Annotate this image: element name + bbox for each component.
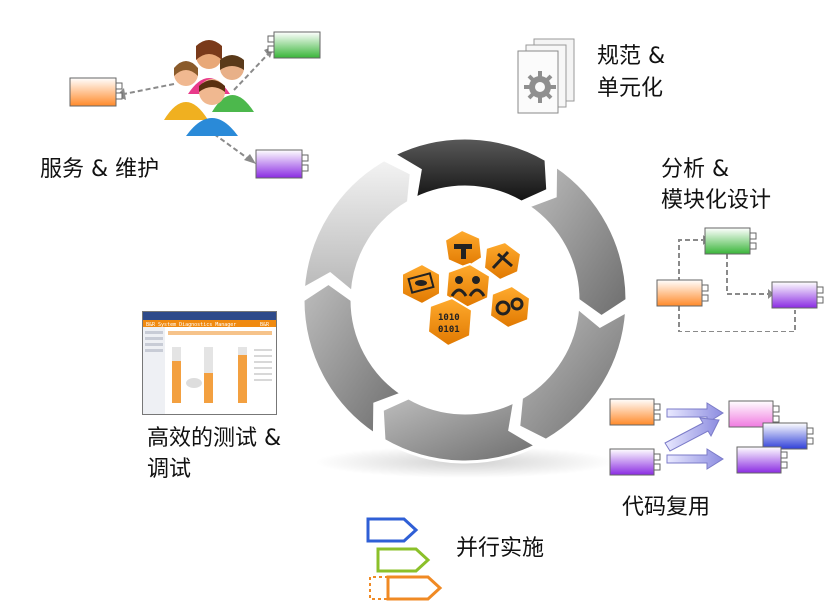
label-parallel: 并行实施 — [456, 536, 545, 561]
binary-line-1: 1010 — [438, 313, 460, 323]
label-analysis-1: 分析 & — [661, 157, 730, 182]
ring-segment-top — [390, 136, 550, 204]
hexagon-cluster: 1010 0101 — [401, 228, 532, 348]
label-analysis-2: 模块化设计 — [661, 188, 772, 213]
diagnostics-screenshot: B&R System Diagnostics Manager B&R — [142, 311, 277, 415]
arrow-icon — [664, 402, 724, 470]
screenshot-logo: B&R — [260, 322, 270, 328]
hex-eye-icon — [401, 262, 441, 306]
ring-segment-left — [301, 281, 406, 438]
ring-segment-bottom — [380, 396, 540, 464]
screenshot-title: B&R System Diagnostics Manager — [146, 322, 236, 328]
label-service: 服务 & 维护 — [40, 157, 160, 182]
documents-gear-icon — [517, 38, 575, 114]
label-testing-1: 高效的测试 & — [147, 426, 282, 451]
people-icon — [164, 40, 254, 136]
code-reuse-diagram — [609, 398, 814, 476]
ring-segment-bottom-right — [517, 304, 629, 443]
label-spec-1: 规范 & — [597, 44, 666, 69]
ring-segments — [301, 136, 629, 464]
tag-stack-icon — [366, 517, 443, 601]
hex-tools-icon — [482, 240, 523, 282]
binary-line-2: 0101 — [438, 325, 460, 335]
ring-segment-right — [524, 162, 629, 319]
label-reuse: 代码复用 — [622, 495, 711, 520]
label-testing-2: 调试 — [147, 457, 192, 482]
service-diagram — [69, 31, 321, 179]
hex-people-icon — [444, 262, 492, 310]
label-spec-2: 单元化 — [597, 76, 664, 101]
hex-binary-icon: 1010 0101 — [426, 296, 474, 348]
module-diagram — [656, 227, 824, 332]
hex-tool-icon — [443, 228, 484, 270]
hex-gears-icon — [488, 284, 532, 330]
ring-segment-top-left — [301, 157, 413, 296]
